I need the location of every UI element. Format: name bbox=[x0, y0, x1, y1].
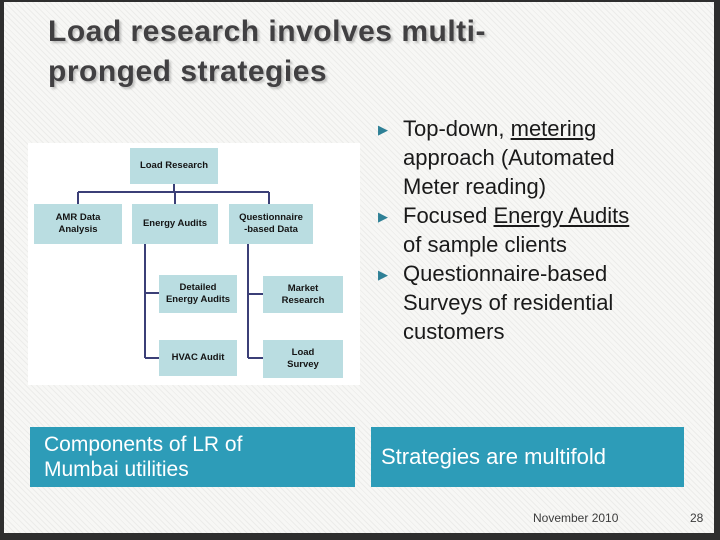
bullet-arrow-icon: ▶ bbox=[378, 122, 388, 137]
diagram-connector-lines bbox=[77, 184, 270, 359]
bullet-text: Questionnaire-based Surveys of residenti… bbox=[403, 259, 653, 346]
node-label: Load bbox=[291, 347, 315, 358]
callout-text-line2: Mumbai utilities bbox=[44, 458, 189, 481]
slide-title-line2: pronged strategies bbox=[48, 55, 328, 88]
slide-title: Load research involves multi- pronged st… bbox=[48, 12, 668, 92]
slide-title-line1: Load research involves multi- bbox=[48, 15, 486, 48]
node-label: Energy Audits bbox=[142, 218, 208, 229]
bullet-text: Focused Energy Audits of sample clients bbox=[403, 201, 653, 259]
callout-text: Strategies are multifold bbox=[381, 444, 606, 469]
bullet-text: Top-down, metering approach (Automated M… bbox=[403, 114, 653, 201]
node-label: HVAC Audit bbox=[171, 352, 225, 363]
diagram-node-load-research: Load Research bbox=[130, 148, 218, 184]
node-label: Energy Audits bbox=[165, 294, 231, 305]
diagram-node-load-survey: Load Survey bbox=[263, 340, 343, 378]
bullet-arrow-icon: ▶ bbox=[378, 267, 388, 282]
footer-page-number: 28 bbox=[690, 511, 704, 525]
slide-border-right bbox=[714, 0, 720, 540]
node-label: Survey bbox=[287, 359, 319, 370]
slide-border-top bbox=[0, 0, 720, 2]
load-research-org-chart: Load Research AMR Data Analysis Energy A… bbox=[28, 143, 360, 385]
bullet-text-segment: of sample clients bbox=[403, 232, 567, 257]
list-item: ▶ Top-down, metering approach (Automated… bbox=[378, 114, 668, 201]
node-label: AMR Data bbox=[55, 212, 101, 223]
node-label: -based Data bbox=[244, 224, 298, 235]
bullet-text-underlined: metering bbox=[510, 116, 597, 141]
bullet-text-segment: Questionnaire-based Surveys of residenti… bbox=[403, 261, 614, 344]
bullet-text-segment: Top-down, bbox=[403, 116, 511, 141]
callout-strategies-multifold: Strategies are multifold bbox=[371, 427, 684, 487]
list-item: ▶ Focused Energy Audits of sample client… bbox=[378, 201, 668, 259]
node-label: Detailed bbox=[179, 282, 217, 293]
node-label: Load Research bbox=[139, 160, 209, 171]
slide-border-left bbox=[0, 0, 4, 540]
bullet-list: ▶ Top-down, metering approach (Automated… bbox=[378, 114, 668, 346]
bullet-text-underlined: Energy Audits bbox=[493, 203, 630, 228]
diagram-node-questionnaire-based-data: Questionnaire -based Data bbox=[229, 204, 313, 244]
bullet-arrow-icon: ▶ bbox=[378, 209, 388, 224]
diagram-node-detailed-energy-audits: Detailed Energy Audits bbox=[159, 275, 237, 313]
callout-text-line1: Components of LR of bbox=[44, 433, 243, 456]
callout-components-of-lr: Components of LR of Mumbai utilities bbox=[30, 427, 355, 487]
diagram-node-hvac-audit: HVAC Audit bbox=[159, 340, 237, 376]
bullet-text-segment: approach (Automated Meter reading) bbox=[403, 145, 615, 199]
list-item: ▶ Questionnaire-based Surveys of residen… bbox=[378, 259, 668, 346]
node-label: Research bbox=[281, 294, 325, 306]
node-label: Market bbox=[287, 282, 319, 294]
diagram-node-market-research: Market Research bbox=[263, 276, 343, 313]
bullet-text-segment: Focused bbox=[403, 203, 494, 228]
diagram-node-amr-data-analysis: AMR Data Analysis bbox=[34, 204, 122, 244]
node-label: Questionnaire bbox=[239, 212, 303, 223]
diagram-node-energy-audits: Energy Audits bbox=[132, 204, 218, 244]
footer-date: November 2010 bbox=[533, 511, 619, 525]
slide-border-bottom bbox=[0, 533, 720, 540]
node-label: Analysis bbox=[58, 224, 98, 235]
